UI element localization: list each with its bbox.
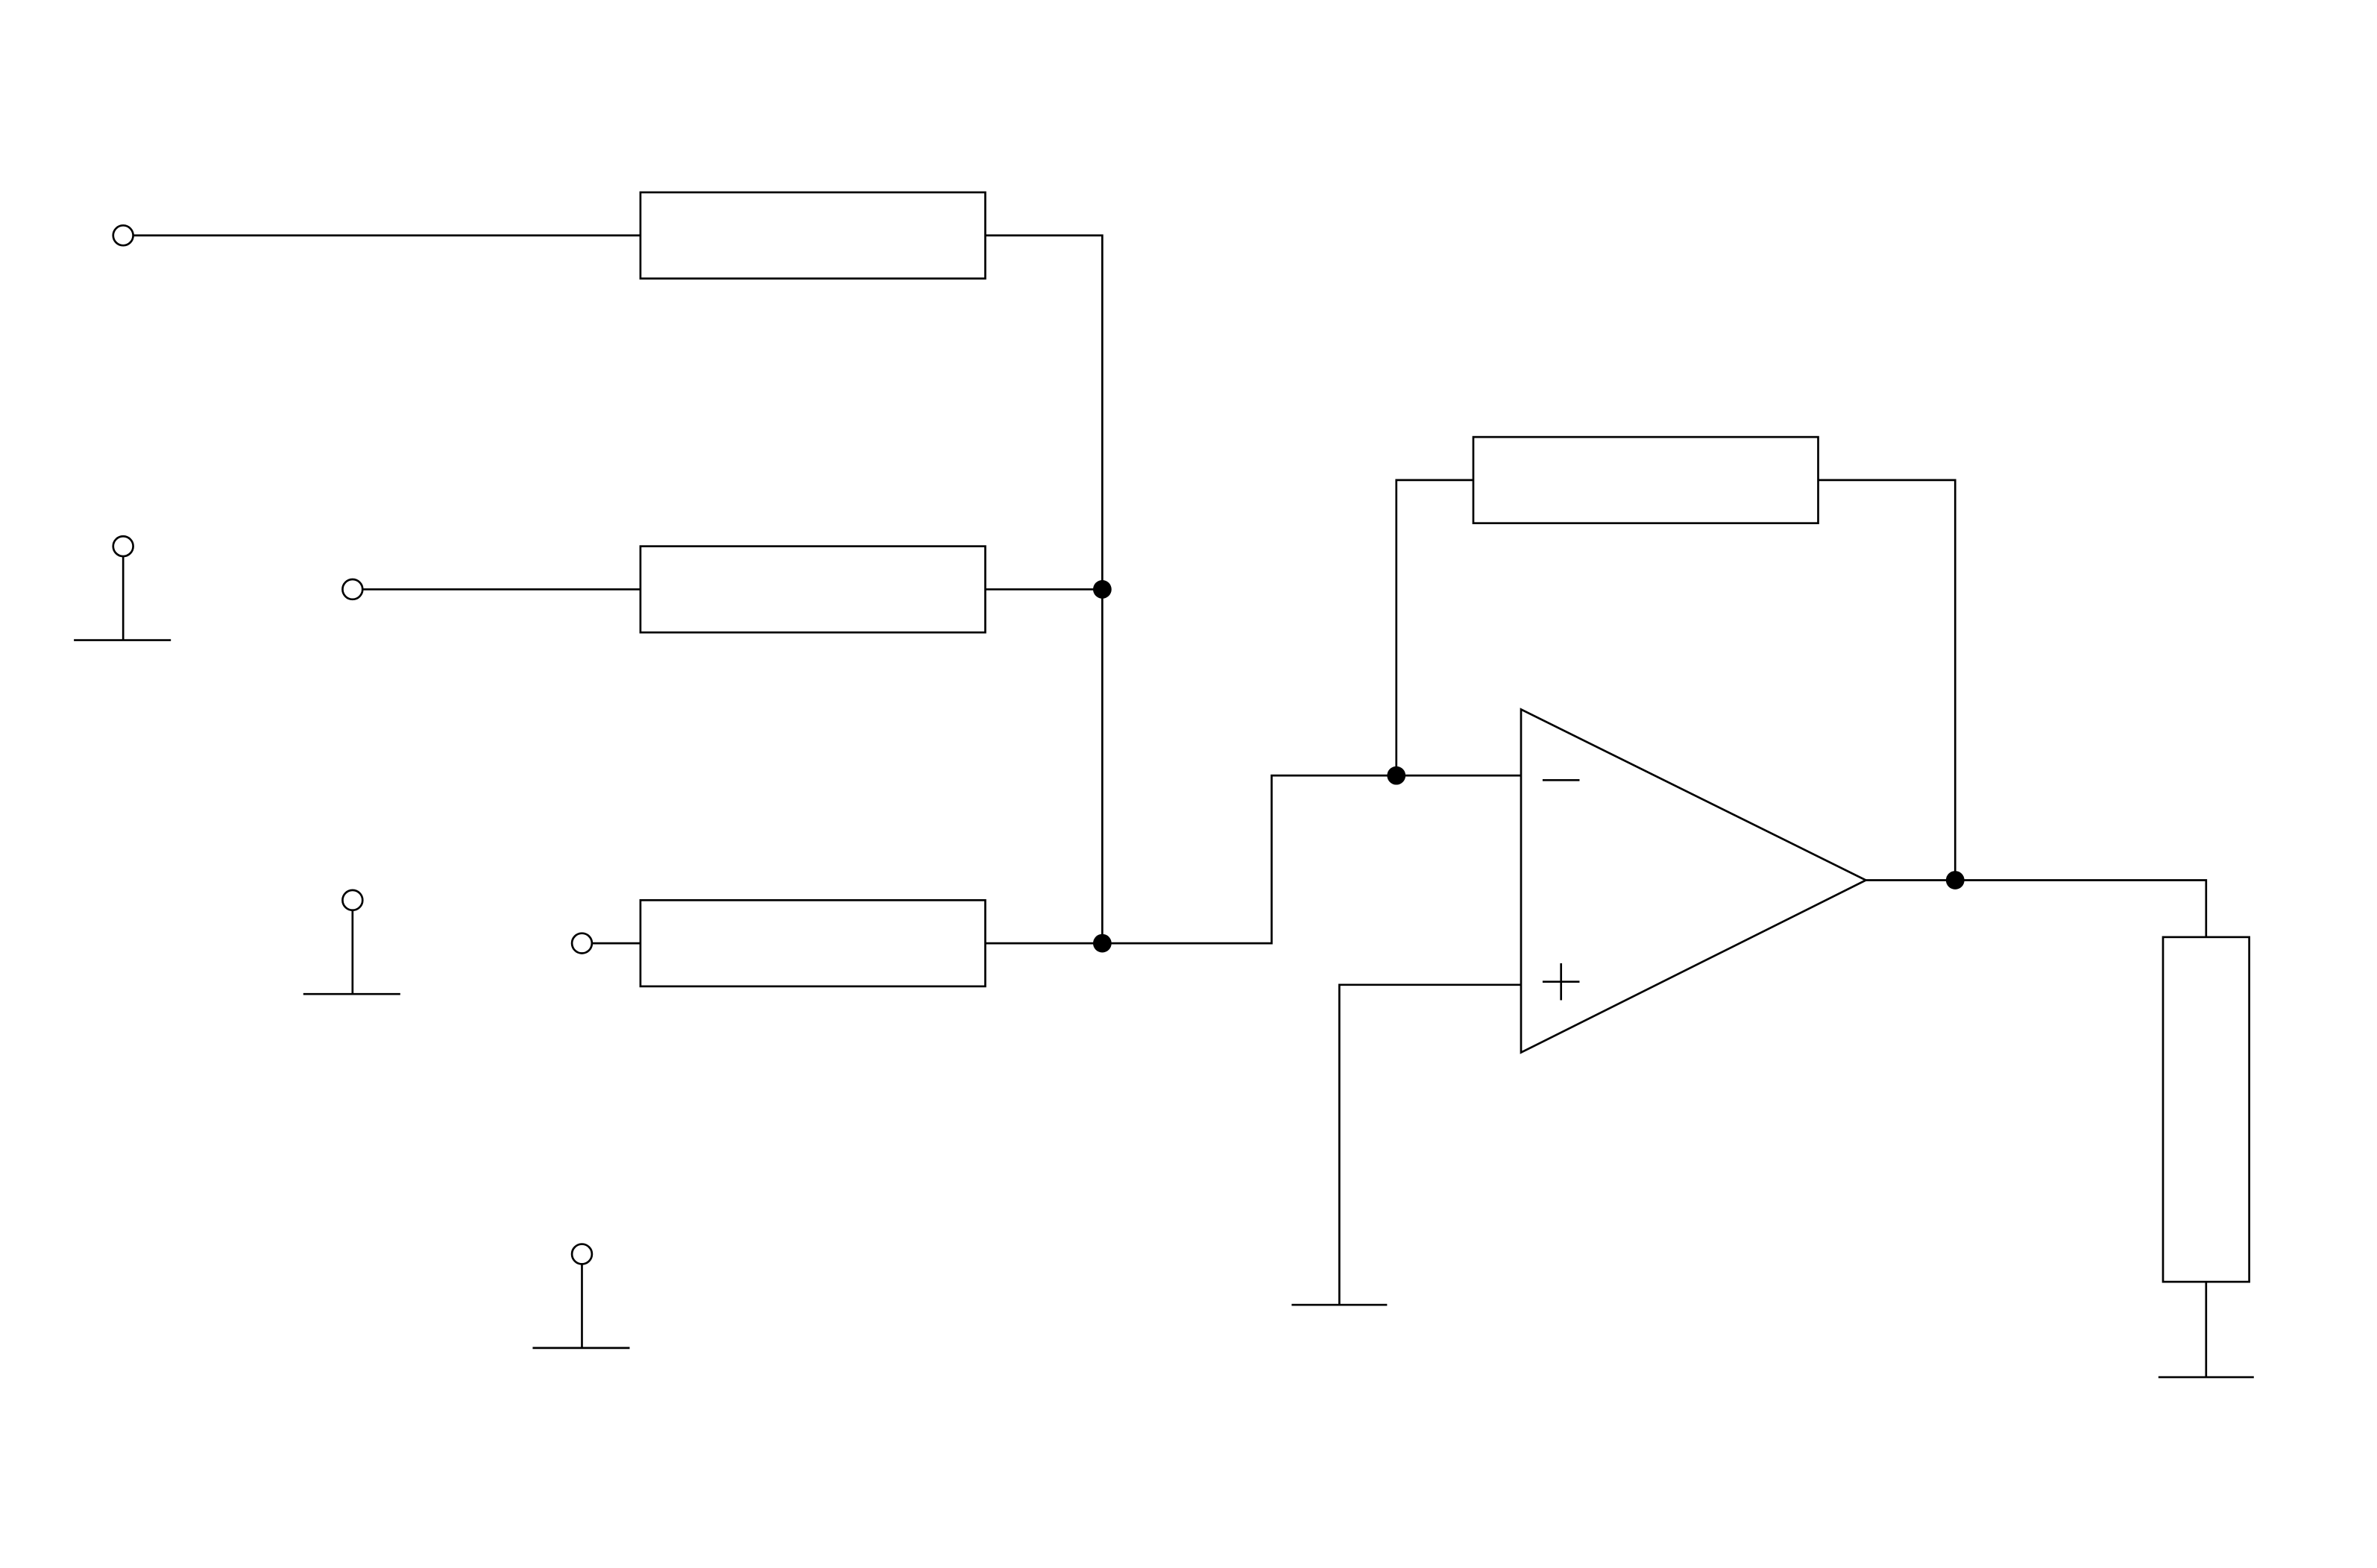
- input-branch-3: [570, 898, 1103, 988]
- input-terminal-3: [570, 932, 594, 954]
- non-inverting-input-to-ground-wire: [1338, 983, 1521, 1306]
- load-resistor: [2162, 936, 2250, 1283]
- ground-reference-2: [303, 889, 400, 995]
- ground-terminal-1: [112, 535, 134, 558]
- junction-node-bus-middle: [1092, 580, 1112, 599]
- output-to-load-wire: [1955, 879, 2208, 937]
- ground-terminal-2: [341, 889, 364, 912]
- input-resistor-3: [639, 898, 986, 988]
- input-resistor-2: [639, 545, 986, 634]
- input-branch-2: [341, 545, 1103, 634]
- input-terminal-2: [341, 578, 364, 601]
- feedback-network: [1395, 435, 1956, 881]
- feedback-right-wire: [1818, 479, 1956, 881]
- ground-terminal-3: [570, 1243, 594, 1265]
- input-resistor-1: [639, 191, 986, 280]
- ground-reference-3: [532, 1243, 630, 1350]
- feedback-resistor: [1472, 435, 1819, 525]
- ground-reference-1: [74, 535, 171, 641]
- op-amp: [1520, 708, 1868, 1054]
- bus-to-inverting-input-wire: [1102, 774, 1521, 945]
- input-branch-1: [112, 191, 1104, 590]
- input-1-to-bus-wire: [985, 234, 1104, 590]
- feedback-left-wire: [1395, 479, 1473, 776]
- op-amp-triangle: [1520, 708, 1868, 1054]
- input-terminal-1: [112, 224, 134, 247]
